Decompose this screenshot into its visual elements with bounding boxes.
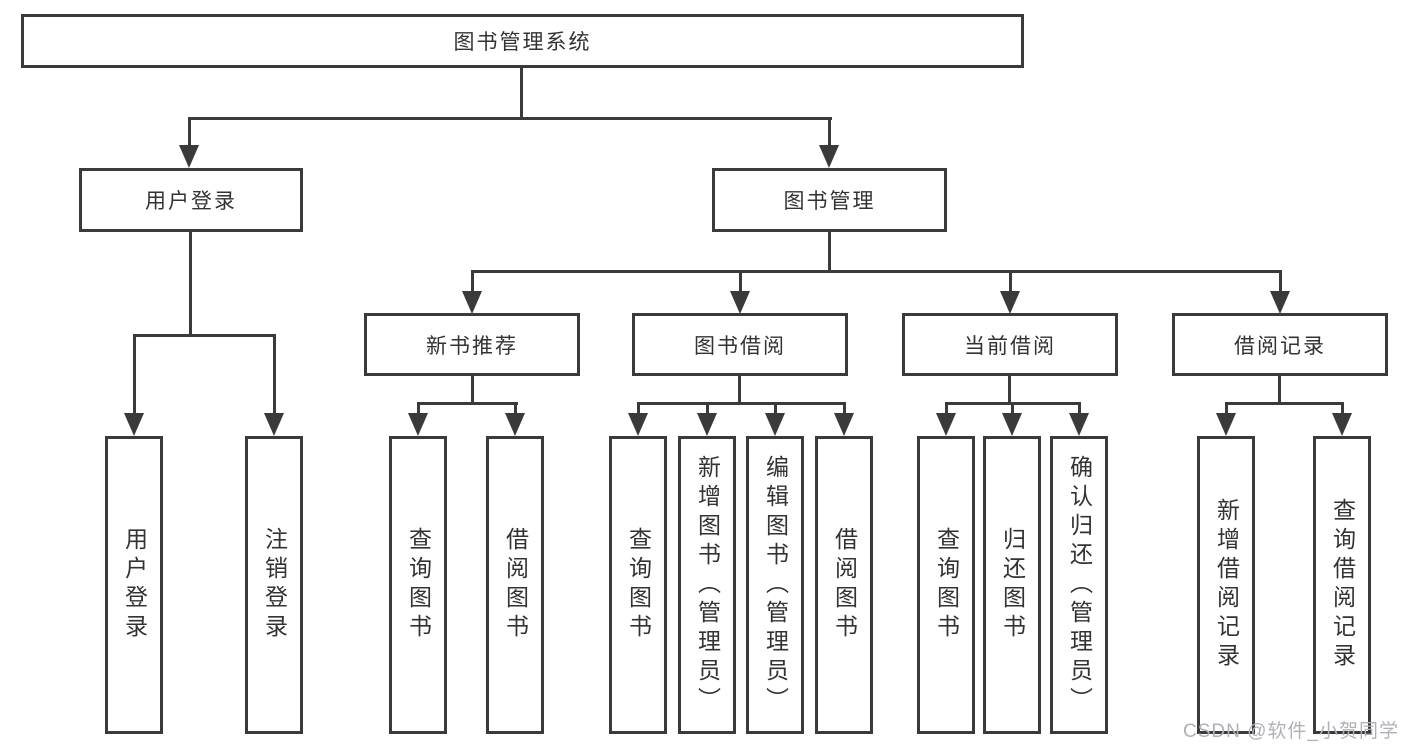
arrowhead-down-icon [1332, 413, 1352, 436]
arrowhead-down-icon [462, 291, 482, 314]
leaf-borrow-books-recommend: 借阅图书 [486, 436, 544, 734]
arrowhead-down-icon [765, 413, 785, 436]
connector-line [417, 402, 420, 415]
connector-line [1008, 374, 1011, 404]
node-borrowing-records: 借阅记录 [1172, 313, 1388, 376]
node-label: 图书管理 [783, 190, 876, 213]
node-label: 图书借阅 [694, 334, 786, 358]
connector-line [1225, 402, 1344, 405]
arrowhead-down-icon [408, 413, 428, 436]
leaf-query-borrow-record: 查询借阅记录 [1313, 436, 1371, 734]
connector-line [1011, 402, 1014, 415]
arrowhead-down-icon [819, 145, 839, 168]
node-book-borrowing: 图书借阅 [632, 313, 848, 376]
arrowhead-down-icon [1069, 413, 1089, 436]
node-label: 图书管理系统 [453, 31, 592, 54]
connector-line [133, 334, 136, 414]
connector-line [514, 402, 517, 415]
connector-line [843, 402, 846, 415]
arrowhead-down-icon [1270, 291, 1290, 314]
leaf-label: 确认归还（管理员） [1066, 454, 1093, 716]
connector-line [133, 334, 276, 337]
node-book-management: 图书管理 [712, 168, 947, 232]
leaf-label: 新增借阅记录 [1213, 498, 1240, 672]
leaf-label: 查询图书 [933, 527, 960, 643]
leaf-label: 用户登录 [121, 527, 148, 643]
leaf-add-book-admin: 新增图书（管理员） [678, 436, 736, 734]
connector-line [637, 402, 846, 405]
node-label: 当前借阅 [964, 334, 1056, 358]
leaf-return-book: 归还图书 [983, 436, 1041, 734]
connector-line [1078, 402, 1081, 415]
connector-line [828, 231, 831, 272]
leaf-label: 新增图书（管理员） [694, 454, 721, 716]
leaf-label: 注销登录 [261, 527, 288, 643]
arrowhead-down-icon [179, 145, 199, 168]
arrowhead-down-icon [124, 413, 144, 436]
arrowhead-down-icon [264, 413, 284, 436]
connector-line [1278, 374, 1281, 404]
arrowhead-down-icon [628, 413, 648, 436]
connector-line [188, 117, 191, 147]
node-user-login: 用户登录 [79, 168, 303, 232]
leaf-confirm-return-admin: 确认归还（管理员） [1050, 436, 1108, 734]
leaf-label: 借阅图书 [831, 527, 858, 643]
leaf-add-borrow-record: 新增借阅记录 [1197, 436, 1255, 734]
connector-line [945, 402, 948, 415]
node-library-management-system: 图书管理系统 [21, 14, 1024, 68]
connector-line [1225, 402, 1228, 415]
connector-line [1279, 270, 1282, 293]
leaf-label: 查询借阅记录 [1329, 498, 1356, 672]
connector-line [273, 334, 276, 414]
connector-line [738, 374, 741, 404]
node-current-borrowing: 当前借阅 [902, 313, 1118, 376]
connector-line [417, 402, 518, 405]
arrowhead-down-icon [505, 413, 525, 436]
node-new-book-recommendation: 新书推荐 [364, 313, 580, 376]
leaf-label: 查询图书 [625, 527, 652, 643]
connector-line [471, 270, 474, 293]
leaf-user-login: 用户登录 [105, 436, 163, 734]
connector-line [828, 117, 831, 147]
leaf-label: 归还图书 [999, 527, 1026, 643]
connector-line [189, 231, 192, 337]
leaf-query-books-current: 查询图书 [917, 436, 975, 734]
leaf-borrow-books-borrowing: 借阅图书 [815, 436, 873, 734]
leaf-query-books-borrowing: 查询图书 [609, 436, 667, 734]
arrowhead-down-icon [1216, 413, 1236, 436]
leaf-label: 编辑图书（管理员） [762, 454, 789, 716]
arrowhead-down-icon [730, 291, 750, 314]
leaf-label: 借阅图书 [502, 527, 529, 643]
leaf-label: 查询图书 [405, 527, 432, 643]
arrowhead-down-icon [1000, 291, 1020, 314]
leaf-query-books-recommend: 查询图书 [389, 436, 447, 734]
connector-line [774, 402, 777, 415]
connector-line [637, 402, 640, 415]
node-label: 用户登录 [145, 190, 237, 213]
connector-line [520, 67, 523, 119]
connector-line [1009, 270, 1012, 293]
node-label: 新书推荐 [426, 334, 518, 358]
connector-line [706, 402, 709, 415]
leaf-logout: 注销登录 [245, 436, 303, 734]
arrowhead-down-icon [834, 413, 854, 436]
arrowhead-down-icon [936, 413, 956, 436]
arrowhead-down-icon [697, 413, 717, 436]
connector-line [471, 374, 474, 404]
connector-line [188, 117, 832, 120]
node-label: 借阅记录 [1234, 334, 1326, 358]
arrowhead-down-icon [1002, 413, 1022, 436]
connector-line [1341, 402, 1344, 415]
leaf-edit-book-admin: 编辑图书（管理员） [746, 436, 804, 734]
connector-line [471, 270, 1282, 273]
csdn-watermark: CSDN @软件_小贺同学 [1183, 721, 1399, 742]
connector-line [739, 270, 742, 293]
